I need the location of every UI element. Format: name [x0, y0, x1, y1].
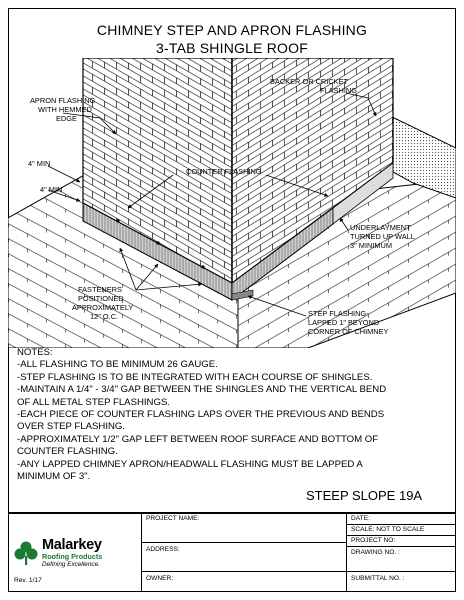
leader-fasteners — [135, 263, 159, 291]
submittal-no-label: SUBMITTAL NO. : — [351, 575, 405, 582]
drawing-title-line-1: CHIMNEY STEP AND APRON FLASHING — [96, 22, 368, 38]
chimney-flashing-detail: APRON FLASHING WITH HEMMED EDGE BACKER O… — [8, 58, 456, 348]
note-line: MINIMUM OF 3". — [17, 471, 91, 483]
title-block-rule — [346, 535, 456, 536]
title-block-rule — [346, 524, 456, 525]
title-block-rule — [141, 542, 346, 543]
title-block-rule — [346, 546, 456, 547]
leader-counter-flashing — [127, 174, 174, 209]
callout-step-flashing-1: STEP FLASHING- — [308, 309, 369, 318]
fastener — [116, 219, 120, 223]
fastener — [156, 241, 160, 245]
date-label: DATE: — [351, 515, 370, 522]
owner-label: OWNER: — [146, 575, 174, 582]
revision-label: Rev. 1/17 — [14, 577, 42, 584]
logo-tagline: Defining Excellence. — [42, 561, 100, 568]
callout-counter-flashing: COUNTER FLASHING — [186, 167, 262, 176]
note-line: -STEP FLASHING IS TO BE INTEGRATED WITH … — [17, 371, 373, 383]
callout-min-4-upper: 4" MIN — [28, 159, 50, 168]
title-block-divider — [141, 512, 142, 592]
project-name-label: PROJECT NAME: — [146, 515, 200, 522]
callout-underlayment-3: 3" MINIMUM — [350, 241, 392, 250]
title-block-rule — [141, 571, 346, 572]
note-line: -EACH PIECE OF COUNTER FLASHING LAPS OVE… — [17, 409, 385, 421]
callout-apron-flashing-3: EDGE — [56, 114, 77, 123]
callout-fasteners-3: APPROXIMATELY — [72, 303, 133, 312]
callout-fasteners-1: FASTENERS — [78, 285, 122, 294]
step-flashing-corner-lap — [231, 289, 254, 301]
drawing-no-label: DRAWING NO. : — [351, 549, 400, 556]
project-no-label: PROJECT NO: — [351, 537, 396, 544]
malarkey-logo: Malarkey Roofing Products Defining Excel… — [14, 537, 138, 572]
note-line: COUNTER FLASHING. — [17, 446, 118, 458]
logo-name: Malarkey — [42, 537, 102, 553]
note-line: -ALL FLASHING TO BE MINIMUM 26 GAUGE. — [17, 359, 218, 371]
title-block-rule — [346, 571, 456, 572]
callout-apron-flashing-2: WITH HEMMED — [38, 105, 92, 114]
dimension-arrow — [47, 165, 81, 183]
notes-block: NOTES: -ALL FLASHING TO BE MINIMUM 26 GA… — [17, 347, 447, 483]
callout-fasteners-2: POSITIONED — [78, 294, 124, 303]
callout-step-flashing-2: LAPPED 1" BEYOND — [308, 318, 379, 327]
title-block-top-rule — [8, 512, 456, 514]
callout-fasteners-4: 12" O.C. — [90, 312, 118, 321]
note-line: -MAINTAIN A 1/4" - 3/4" GAP BETWEEN THE … — [17, 384, 387, 396]
callout-underlayment-1: UNDERLAYMENT — [350, 223, 411, 232]
callout-min-4-lower: 4" MIN — [40, 185, 62, 194]
note-line: -APPROXIMATELY 1/2" GAP LEFT BETWEEN ROO… — [17, 433, 379, 445]
title-block-divider — [346, 512, 347, 592]
step-flashing-band — [332, 162, 394, 225]
sheet-identifier: STEEP SLOPE 19A — [306, 488, 423, 503]
leader-fasteners — [119, 247, 137, 291]
leader-underlayment — [339, 217, 349, 231]
notes-heading: NOTES: — [17, 347, 53, 358]
callout-apron-flashing-1: APRON FLASHING — [30, 96, 96, 105]
callout-backer-flashing-1: BACKER OR CRICKET — [270, 77, 349, 86]
dimension-arrow — [47, 189, 81, 202]
leader-backer-flashing — [345, 92, 377, 117]
address-label: ADDRESS: — [146, 546, 180, 553]
leader-fasteners — [135, 282, 203, 291]
leader-step-flashing — [247, 295, 307, 317]
note-line: OVER STEP FLASHING. — [17, 421, 126, 433]
callout-step-flashing-3: CORNER OF CHIMNEY — [308, 327, 389, 336]
note-line: -ANY LAPPED CHIMNEY APRON/HEADWALL FLASH… — [17, 458, 363, 470]
scale-label: SCALE: NOT TO SCALE — [351, 526, 425, 533]
note-line: OF ALL METAL STEP FLASHINGS. — [17, 396, 171, 408]
callout-underlayment-2: TURNED UP WALL — [350, 232, 415, 241]
fastener — [201, 265, 205, 269]
shamrock-icon — [14, 541, 38, 565]
leader-counter-flashing — [265, 174, 329, 197]
drawing-title-line-2: 3-TAB SHINGLE ROOF — [156, 40, 308, 56]
leader-apron-flashing — [62, 112, 117, 135]
callout-backer-flashing-2: FLASHING — [320, 86, 357, 95]
logo-subtitle: Roofing Products — [42, 552, 103, 561]
